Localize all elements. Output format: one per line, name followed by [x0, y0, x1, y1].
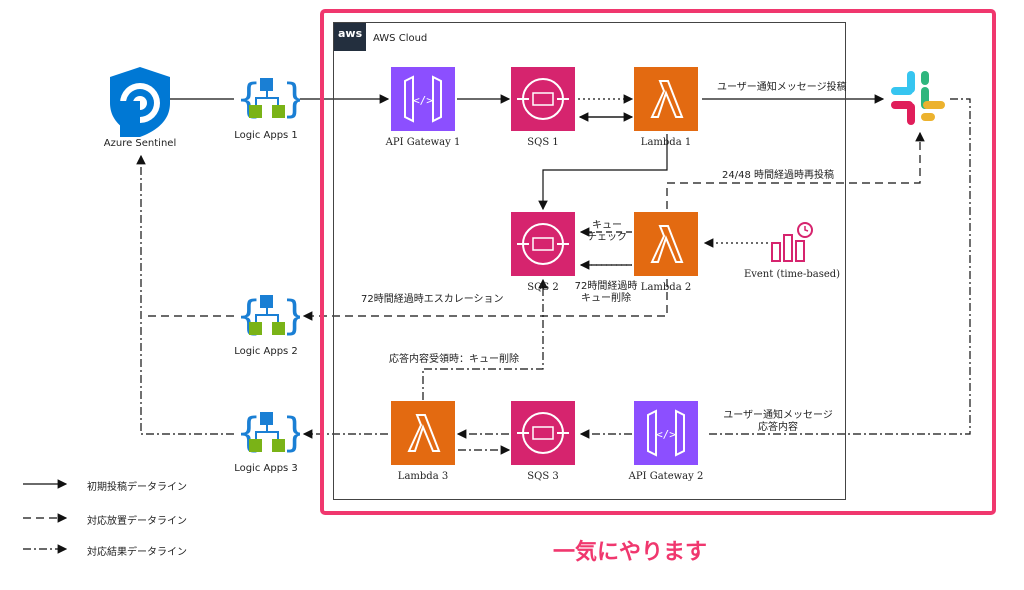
svg-text:}: } — [282, 76, 300, 122]
lambda-1-icon — [634, 67, 698, 131]
label-queue-check-2: チェック — [587, 232, 627, 243]
event-label: Event (time-based) — [743, 269, 841, 280]
legend-solid-label: 初期投稿データライン — [87, 482, 187, 493]
logic-apps-3-label: Logic Apps 3 — [234, 463, 298, 474]
edge-lambda2-logicapps2 — [302, 279, 668, 321]
sqs-3-label: SQS 3 — [527, 471, 559, 482]
slack-icon — [891, 71, 945, 125]
lambda-3-icon — [391, 401, 455, 465]
sqs-1-icon — [511, 67, 575, 131]
label-repost-24-48: 24/48 時間経過時再投稿 — [722, 170, 834, 181]
edge-lambda1-sqs2 — [538, 134, 668, 211]
logic-apps-2-icon: { } — [236, 293, 300, 339]
lambda-1-label: Lambda 1 — [640, 137, 692, 148]
api-gateway-2-icon: </> — [634, 401, 698, 465]
label-queue-check-1: キュー — [592, 220, 622, 231]
label-response-received: 応答内容受領時：キュー削除 — [389, 354, 519, 365]
label-user-response-1: ユーザー通知メッセージ — [723, 410, 833, 421]
legend-dashdot-label: 対応結果データライン — [87, 547, 187, 558]
lambda-2-icon — [634, 212, 698, 276]
event-time-icon — [771, 222, 813, 262]
lambda-2-label: Lambda 2 — [640, 282, 692, 293]
legend-dashed-label: 対応放置データライン — [87, 516, 187, 527]
logic-apps-2-label: Logic Apps 2 — [234, 346, 298, 357]
aws-cloud-group — [333, 22, 846, 500]
label-user-notify-post: ユーザー通知メッセージ投稿 — [717, 82, 847, 93]
svg-text:</>: </> — [413, 94, 433, 107]
aws-logo: aws — [334, 23, 366, 51]
logic-apps-3-icon: { } — [236, 410, 300, 456]
label-queue-delete-72-1: 72時間経過時 — [574, 281, 638, 292]
highlight-box — [320, 9, 996, 515]
sqs-3-icon — [511, 401, 575, 465]
api-gateway-2-label: API Gateway 2 — [628, 471, 704, 482]
sqs-1-label: SQS 1 — [527, 137, 559, 148]
api-gateway-1-label: API Gateway 1 — [385, 137, 461, 148]
edge-lambda3-sqs2 — [422, 278, 548, 400]
sentinel-label: Azure Sentinel — [103, 138, 177, 149]
edge-lambda2-slack — [666, 131, 925, 209]
logic-apps-1-icon: { } — [236, 76, 300, 122]
lambda-3-label: Lambda 3 — [397, 471, 449, 482]
svg-text:}: } — [282, 410, 300, 456]
sqs-2-label: SQS 2 — [527, 282, 559, 293]
edge-slack-apigw2 — [706, 98, 971, 435]
label-queue-delete-72-2: キュー削除 — [581, 293, 631, 304]
logic-apps-1-label: Logic Apps 1 — [234, 130, 298, 141]
highlight-caption: 一気にやります — [553, 540, 708, 565]
label-escalation-72: 72時間経過時エスカレーション — [361, 294, 504, 305]
label-user-response-2: 応答内容 — [758, 422, 798, 433]
sqs-2-icon — [511, 212, 575, 276]
azure-sentinel-icon — [110, 67, 170, 137]
svg-text:</>: </> — [656, 428, 676, 441]
svg-text:}: } — [282, 293, 300, 339]
aws-cloud-label: AWS Cloud — [373, 33, 428, 44]
edge-logicapps3-sentinel — [136, 154, 234, 435]
api-gateway-1-icon: </> — [391, 67, 455, 131]
